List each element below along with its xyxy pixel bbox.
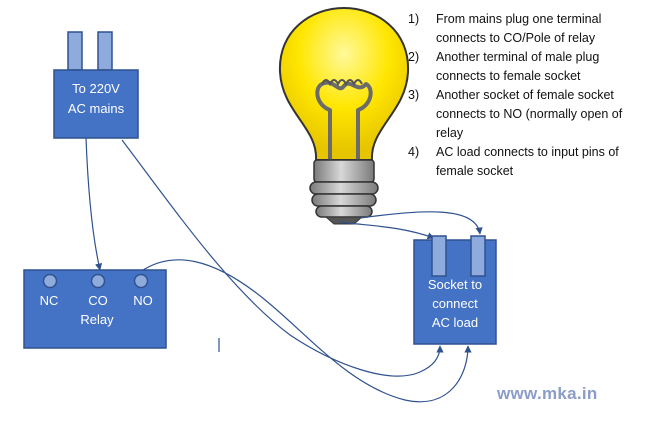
bulb-base-ring-2 bbox=[311, 193, 377, 207]
socket-label-line1: Socket to bbox=[428, 277, 482, 292]
step-text: Another terminal of male plug connects t… bbox=[436, 50, 600, 83]
bulb-neck bbox=[313, 159, 375, 183]
relay-label-nc: NC bbox=[40, 293, 59, 308]
instruction-list: 1) From mains plug one terminal connects … bbox=[408, 10, 644, 181]
relay: NC CO NO Relay bbox=[23, 269, 167, 349]
relay-terminal-no bbox=[133, 273, 149, 289]
wire-bulb-to-socket-right bbox=[359, 211, 483, 235]
female-socket: Socket to connect AC load bbox=[413, 235, 497, 345]
wire-plug-to-co bbox=[85, 137, 103, 271]
socket-pin-right bbox=[470, 235, 486, 277]
wire-bulb-to-socket-left bbox=[339, 221, 435, 240]
bulb-filament bbox=[315, 80, 373, 160]
bulb-base-ring-3 bbox=[315, 205, 373, 218]
socket-pin-left bbox=[431, 235, 447, 277]
mains-plug: To 220V AC mains bbox=[53, 31, 139, 139]
instruction-step: 1) From mains plug one terminal connects … bbox=[408, 10, 644, 48]
step-text: From mains plug one terminal connects to… bbox=[436, 12, 602, 45]
plug-pin-right bbox=[97, 31, 113, 71]
step-number: 3) bbox=[408, 88, 420, 102]
wire-plug-to-socket bbox=[121, 139, 444, 377]
step-number: 4) bbox=[408, 145, 420, 159]
instruction-step: 4) AC load connects to input pins of fema… bbox=[408, 143, 644, 181]
socket-label-line2: connect bbox=[432, 296, 478, 311]
step-number: 2) bbox=[408, 50, 420, 64]
socket-label-line3: AC load bbox=[432, 315, 478, 330]
relay-label: Relay bbox=[80, 312, 114, 327]
plug-pin-left bbox=[67, 31, 83, 71]
step-text: Another socket of female socket connects… bbox=[436, 88, 623, 140]
plug-body bbox=[53, 69, 139, 139]
watermark-text: www.mka.in bbox=[497, 384, 598, 403]
relay-terminal-nc bbox=[42, 273, 58, 289]
wires bbox=[85, 137, 483, 403]
relay-label-co: CO bbox=[88, 293, 108, 308]
bulb-coil bbox=[321, 79, 363, 87]
instruction-step: 2) Another terminal of male plug connects… bbox=[408, 48, 644, 86]
wire-no-to-socket bbox=[139, 259, 472, 403]
light-bulb-icon bbox=[278, 6, 410, 225]
relay-label-no: NO bbox=[133, 293, 153, 308]
step-text: AC load connects to input pins of female… bbox=[436, 145, 619, 178]
plug-label-line2: AC mains bbox=[68, 101, 125, 116]
plug-label-line1: To 220V bbox=[72, 81, 120, 96]
relay-terminal-co bbox=[90, 273, 106, 289]
bulb-base-ring-1 bbox=[309, 181, 379, 195]
instruction-step: 3) Another socket of female socket connec… bbox=[408, 86, 644, 143]
step-number: 1) bbox=[408, 12, 420, 26]
